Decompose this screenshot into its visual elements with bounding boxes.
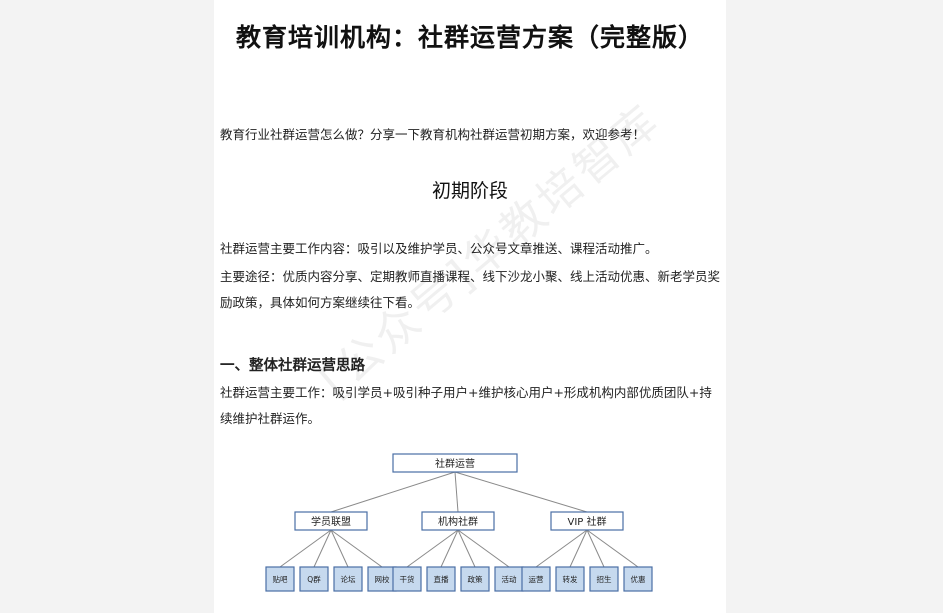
diagram-leaf-node (265, 566, 295, 592)
diagram-leaf-label: Q群 (307, 574, 321, 584)
diagram-leaf-label: 转发 (563, 574, 578, 584)
diagram-leaf-label: 论坛 (341, 574, 356, 584)
diagram-leaf-node (426, 566, 456, 592)
connector-line (313, 529, 332, 568)
diagram-group-label: VIP 社群 (568, 515, 607, 528)
paragraph-main-channels: 主要途径：优质内容分享、定期教师直播课程、线下沙龙小聚、线上活动优惠、新老学员奖… (220, 269, 721, 310)
diagram-leaf-label: 网校 (375, 574, 390, 584)
diagram-leaf-label: 运营 (529, 574, 544, 584)
paragraph-main-tasks: 社群运营主要工作：吸引学员+吸引种子用户+维护核心用户+形成机构内部优质团队+持… (220, 385, 712, 426)
diagram-leaf-node (367, 566, 397, 592)
diagram-leaf-label: 直播 (434, 574, 449, 584)
connector-line (406, 529, 459, 568)
connector-line (457, 529, 476, 568)
diagram-leaf-node (623, 566, 653, 592)
diagram-leaf-node (494, 566, 524, 592)
connector-line (330, 471, 456, 513)
connector-line (535, 529, 588, 568)
connector-line (279, 529, 332, 568)
diagram-group-node (550, 511, 624, 531)
subheading-overall-approach: 一、整体社群运营思路 (220, 357, 365, 374)
diagram-leaf-label: 贴吧 (273, 574, 288, 584)
connector-line (454, 471, 459, 513)
diagram-leaf-node (589, 566, 619, 592)
diagram-group-label: 学员联盟 (311, 515, 351, 528)
diagram-leaf-label: 招生 (597, 574, 612, 584)
diagram-leaf-node (333, 566, 363, 592)
connector-line (330, 529, 349, 568)
diagram-leaf-node (521, 566, 551, 592)
diagram-leaf-label: 政策 (468, 574, 483, 584)
diagram-group-node (294, 511, 368, 531)
diagram-group-label: 机构社群 (438, 515, 478, 528)
diagram-root-node (392, 453, 518, 473)
diagram-leaf-label: 优惠 (631, 574, 646, 584)
connector-line (440, 529, 459, 568)
connector-line (569, 529, 588, 568)
connector-line (330, 529, 383, 568)
diagram-leaf-node (460, 566, 490, 592)
connector-line (586, 529, 639, 568)
diagram-root-label: 社群运营 (435, 457, 475, 470)
intro-paragraph: 教育行业社群运营怎么做？分享一下教育机构社群运营初期方案，欢迎参考！ (220, 127, 646, 142)
document-title: 教育培训机构：社群运营方案（完整版） (235, 23, 704, 52)
diagram-leaf-label: 活动 (502, 574, 517, 584)
connector-line (457, 529, 510, 568)
diagram-leaf-label: 干货 (400, 574, 415, 584)
diagram-leaf-node (392, 566, 422, 592)
connector-line (454, 471, 588, 513)
diagram-leaf-node (555, 566, 585, 592)
diagram-connectors (279, 471, 639, 568)
diagram-leaf-node (299, 566, 329, 592)
paragraph-work-content: 社群运营主要工作内容：吸引以及维护学员、公众号文章推送、课程活动推广。 (220, 241, 658, 256)
section-heading: 初期阶段 (431, 180, 508, 202)
document-page: [公众号]华教培智库 教育培训机构：社群运营方案（完整版） 教育行业社群运营怎么… (214, 0, 726, 613)
connector-line (586, 529, 605, 568)
diagram-group-node (421, 511, 495, 531)
